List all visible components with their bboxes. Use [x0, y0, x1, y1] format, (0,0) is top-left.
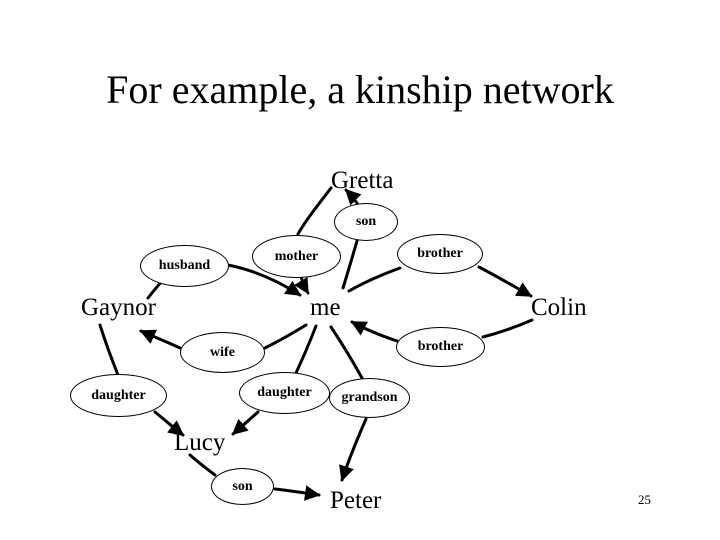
- edge-brother-upper-colin-b: [477, 265, 533, 298]
- edge-grandson-peter-b: [339, 417, 368, 482]
- edge-daughter-left-lucy-b: [153, 410, 185, 437]
- edge-me-son-gretta-b: [344, 188, 362, 206]
- node-gaynor[interactable]: Gaynor: [81, 294, 156, 321]
- edge-label-brother-upper[interactable]: brother: [397, 234, 483, 274]
- edge-daughter-right-lucy-b: [231, 410, 260, 436]
- node-lucy[interactable]: Lucy: [174, 429, 226, 456]
- edge-me-wife-a: [263, 323, 308, 350]
- node-colin[interactable]: Colin: [531, 294, 587, 321]
- edge-wife-gaynor-b: [139, 329, 182, 350]
- edge-label-husband[interactable]: husband: [140, 245, 229, 287]
- edge-son-peter-b: [273, 485, 321, 501]
- edge-label-daughter-left[interactable]: daughter: [70, 374, 167, 417]
- page-title: For example, a kinship network: [106, 67, 614, 112]
- page-number: 25: [638, 492, 651, 507]
- edge-label-son-peter[interactable]: son: [211, 468, 274, 505]
- node-me[interactable]: me: [310, 294, 341, 321]
- edge-gaynor-daughter-a: [98, 323, 120, 377]
- edge-gretta-mother-b: [294, 275, 310, 295]
- edge-label-wife[interactable]: wife: [180, 332, 265, 373]
- edge-label-grandson[interactable]: grandson: [329, 378, 410, 418]
- edge-label-son-gretta[interactable]: son: [334, 203, 398, 241]
- edge-label-mother[interactable]: mother: [252, 235, 341, 278]
- edge-lucy-son-a: [188, 453, 217, 477]
- edge-colin-brother-lower-a: [481, 318, 534, 339]
- edge-me-son-gretta-a: [341, 239, 359, 290]
- edge-label-daughter-right[interactable]: daughter: [239, 372, 330, 414]
- edge-husband-me-b: [226, 263, 302, 297]
- edge-gretta-mother-a: [296, 186, 333, 236]
- node-gretta[interactable]: Gretta: [331, 167, 394, 194]
- edge-label-brother-lower[interactable]: brother: [396, 327, 485, 367]
- edge-me-brother-upper-a: [347, 266, 402, 293]
- edge-me-daughter-right-a: [294, 324, 318, 375]
- edge-me-grandson-a: [329, 325, 364, 380]
- edge-brother-lower-me-b: [350, 320, 399, 343]
- node-peter[interactable]: Peter: [330, 487, 382, 514]
